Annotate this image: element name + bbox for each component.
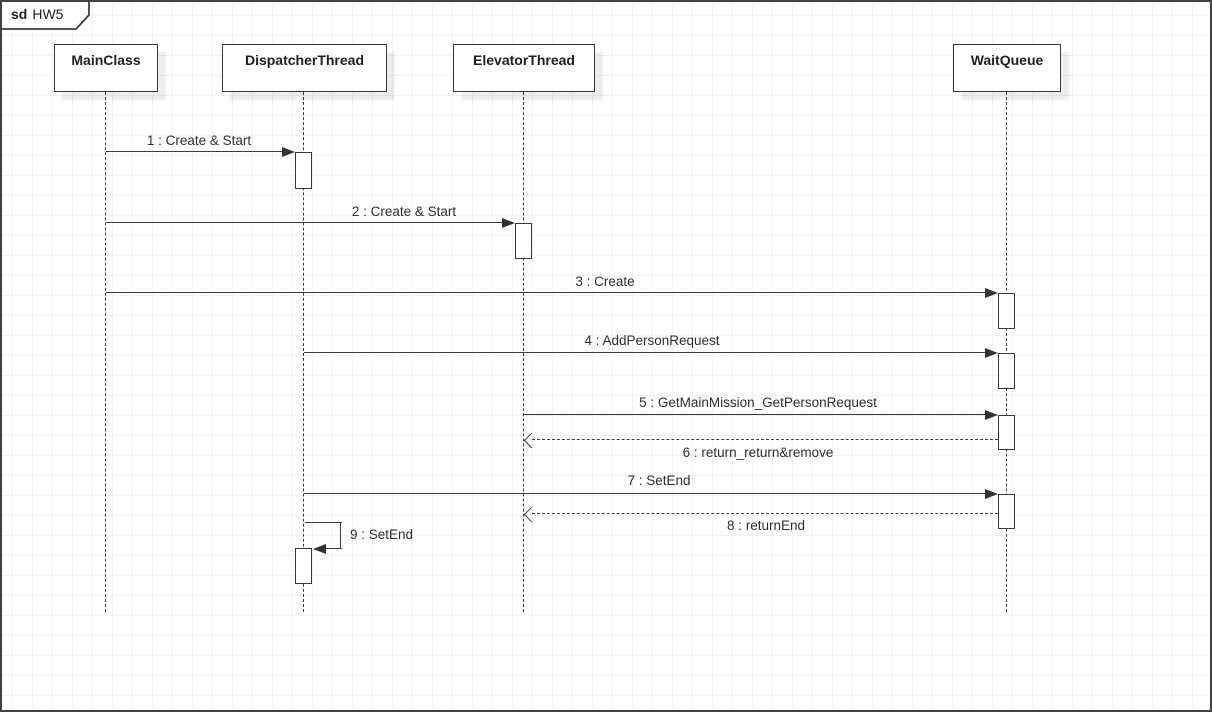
frame-label-pentagon-icon — [2, 2, 90, 30]
message-8-open-arrowhead-icon — [523, 506, 540, 523]
message-5-label: 5 : GetMainMission_GetPersonRequest — [639, 395, 877, 410]
message-9-line-top — [305, 522, 342, 523]
message-2-arrowhead-icon — [502, 218, 515, 228]
message-6-line — [532, 439, 998, 440]
message-8-label: 8 : returnEnd — [726, 518, 806, 533]
activation-waitqueue-1 — [998, 293, 1015, 329]
participant-label: ElevatorThread — [473, 52, 575, 68]
message-1-line — [106, 151, 283, 152]
participant-label: WaitQueue — [970, 52, 1044, 68]
activation-dispatcherthread-1 — [295, 152, 312, 189]
activation-dispatcherthread-2 — [295, 548, 312, 584]
message-1-arrowhead-icon — [282, 147, 295, 157]
message-2-label: 2 : Create & Start — [351, 204, 457, 219]
frame-keyword: sd — [11, 6, 28, 22]
frame-name: HW5 — [32, 6, 64, 22]
message-2-line — [106, 222, 503, 223]
lifeline-dispatcherthread — [303, 92, 304, 612]
participant-mainclass: MainClass — [54, 44, 158, 92]
participant-elevatorthread: ElevatorThread — [453, 44, 595, 92]
lifeline-waitqueue — [1006, 92, 1007, 612]
message-1-label: 1 : Create & Start — [146, 133, 252, 148]
message-9-arrowhead-icon — [313, 544, 326, 554]
message-3-label: 3 : Create — [575, 274, 635, 289]
message-6-label: 6 : return_return&remove — [682, 445, 834, 460]
message-5-arrowhead-icon — [985, 410, 998, 420]
message-4-arrowhead-icon — [985, 348, 998, 358]
message-4-line — [304, 352, 986, 353]
message-7-arrowhead-icon — [985, 489, 998, 499]
participant-label: MainClass — [71, 52, 141, 68]
participant-label: DispatcherThread — [244, 52, 365, 68]
activation-waitqueue-3 — [998, 415, 1015, 450]
message-7-label: 7 : SetEnd — [627, 473, 691, 488]
message-9-label: 9 : SetEnd — [350, 527, 414, 542]
message-4-label: 4 : AddPersonRequest — [584, 333, 720, 348]
participant-waitqueue: WaitQueue — [953, 44, 1061, 92]
activation-waitqueue-2 — [998, 353, 1015, 389]
message-6-open-arrowhead-icon — [523, 432, 540, 449]
message-3-arrowhead-icon — [985, 288, 998, 298]
participant-dispatcherthread: DispatcherThread — [222, 44, 387, 92]
activation-elevatorthread-1 — [515, 223, 532, 259]
message-7-line — [304, 493, 986, 494]
message-8-line — [532, 513, 998, 514]
activation-waitqueue-4 — [998, 494, 1015, 529]
message-9-line-bottom — [326, 548, 342, 549]
lifeline-mainclass — [105, 92, 106, 612]
message-3-line — [106, 292, 986, 293]
message-9-line-right — [340, 522, 341, 549]
message-5-line — [524, 414, 986, 415]
